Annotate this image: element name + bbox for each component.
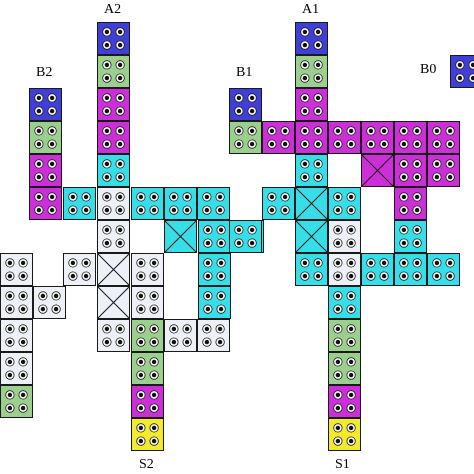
tile-magenta-46 (295, 121, 328, 154)
tile-white-33 (0, 352, 33, 385)
tile-cyan-12 (164, 187, 197, 220)
tile-cyan-56 (328, 187, 361, 220)
tile-white-32 (197, 319, 230, 352)
crossed-tile-white-20 (97, 253, 130, 286)
tile-white-26 (131, 286, 164, 319)
tile-cyan-66 (427, 253, 460, 286)
tile-cyan-16 (198, 220, 231, 253)
tile-cyan-67 (328, 286, 361, 319)
tile-green-44 (229, 121, 262, 154)
tile-green-1 (97, 55, 130, 88)
tile-magenta-50 (427, 121, 460, 154)
tile-blue-43 (229, 88, 262, 121)
tile-cyan-54 (262, 187, 295, 220)
tile-cyan-62 (295, 253, 328, 286)
tile-white-21 (131, 253, 164, 286)
tile-white-31 (164, 319, 197, 352)
label-a1: A1 (302, 2, 320, 17)
tile-magenta-57 (394, 187, 427, 220)
tile-magenta-36 (131, 385, 164, 418)
crossed-tile-cyan-15 (164, 220, 197, 253)
tile-blue-5 (29, 88, 62, 121)
tile-magenta-7 (29, 154, 62, 187)
tile-magenta-40 (295, 88, 328, 121)
tile-magenta-2 (97, 88, 130, 121)
tile-white-63 (328, 253, 361, 286)
tile-cyan-13 (197, 187, 230, 220)
crossed-tile-cyan-59 (295, 220, 328, 253)
tile-green-34 (131, 352, 164, 385)
tile-cyan-9 (63, 187, 96, 220)
tile-cyan-27 (198, 286, 231, 319)
tile-cyan-42 (295, 154, 328, 187)
tile-magenta-8 (29, 187, 62, 220)
tile-white-14 (97, 220, 130, 253)
tile-white-24 (33, 286, 66, 319)
crossed-tile-magenta-51 (361, 154, 394, 187)
tile-yellow-37 (131, 418, 164, 451)
label-a2: A2 (104, 2, 122, 17)
tile-green-35 (0, 385, 33, 418)
tile-magenta-47 (328, 121, 361, 154)
tile-magenta-45 (262, 121, 295, 154)
tile-magenta-70 (328, 385, 361, 418)
tile-white-29 (97, 319, 130, 352)
tile-white-60 (328, 220, 361, 253)
label-b1: B1 (236, 65, 253, 80)
tile-cyan-65 (394, 253, 427, 286)
tile-cyan-58 (229, 220, 262, 253)
tile-white-18 (0, 253, 33, 286)
label-s2: S2 (139, 457, 154, 472)
tile-magenta-49 (394, 121, 427, 154)
tile-cyan-4 (97, 154, 130, 187)
tile-cyan-64 (361, 253, 394, 286)
label-b0: B0 (420, 62, 437, 77)
tile-cyan-61 (394, 220, 427, 253)
label-b2: B2 (36, 65, 53, 80)
tile-blue-38 (295, 22, 328, 55)
label-s1: S1 (335, 457, 350, 472)
tile-white-19 (63, 253, 96, 286)
tile-magenta-48 (361, 121, 394, 154)
tile-blue-72 (450, 55, 474, 88)
crossed-tile-white-25 (97, 286, 130, 319)
tile-blue-0 (97, 22, 130, 55)
tile-white-23 (0, 286, 33, 319)
tile-green-39 (295, 55, 328, 88)
tile-green-6 (29, 121, 62, 154)
tile-green-30 (131, 319, 164, 352)
crossed-tile-cyan-55 (295, 187, 328, 220)
tile-magenta-53 (427, 154, 460, 187)
tile-green-68 (328, 319, 361, 352)
tile-yellow-71 (328, 418, 361, 451)
tile-green-69 (328, 352, 361, 385)
tile-cyan-22 (198, 253, 231, 286)
tile-magenta-3 (97, 121, 130, 154)
tile-cyan-11 (131, 187, 164, 220)
tile-white-28 (0, 319, 33, 352)
tile-white-10 (97, 187, 130, 220)
tile-magenta-52 (394, 154, 427, 187)
